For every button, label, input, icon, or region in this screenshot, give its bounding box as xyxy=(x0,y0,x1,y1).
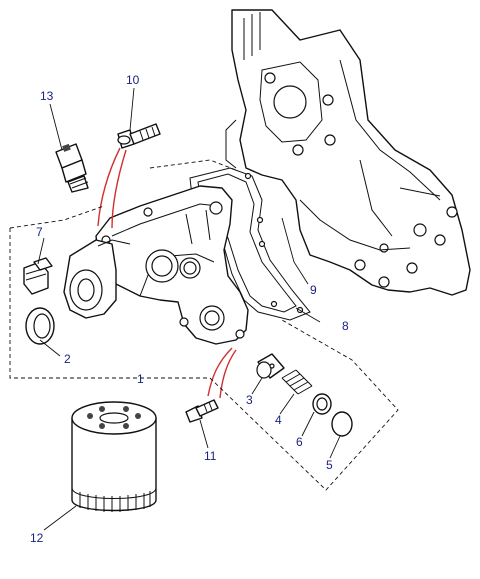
callout-6: 6 xyxy=(296,435,303,449)
relief-plunger-3 xyxy=(256,353,285,379)
callout-10: 10 xyxy=(126,73,140,87)
callout-4: 4 xyxy=(275,413,282,427)
engine-block xyxy=(225,9,471,296)
leader-lines xyxy=(37,87,341,531)
indicator-lines xyxy=(97,147,237,399)
callout-11: 11 xyxy=(204,449,217,463)
callout-1: 1 xyxy=(137,372,144,386)
assembly-boundary xyxy=(9,159,399,491)
oil-filter-12 xyxy=(71,401,157,512)
callout-12: 12 xyxy=(30,531,44,545)
callout-13: 13 xyxy=(40,89,54,103)
oil-pump-housing xyxy=(95,185,249,345)
callout-8: 8 xyxy=(342,319,349,333)
plug-6 xyxy=(312,393,332,415)
callout-7: 7 xyxy=(36,225,43,239)
oil-pressure-switch xyxy=(55,143,89,193)
callout-9: 9 xyxy=(310,283,317,297)
bolt-10 xyxy=(117,123,161,149)
callout-2: 2 xyxy=(64,352,71,366)
seal-2 xyxy=(25,307,55,345)
callout-labels: 1 2 3 4 5 6 7 8 9 10 11 12 13 xyxy=(30,73,349,545)
callout-3: 3 xyxy=(246,393,253,407)
spring-4 xyxy=(281,369,313,395)
callout-5: 5 xyxy=(326,458,333,472)
washer-5 xyxy=(331,411,353,437)
filter-adapter xyxy=(63,239,131,319)
bolt-11 xyxy=(185,399,219,423)
